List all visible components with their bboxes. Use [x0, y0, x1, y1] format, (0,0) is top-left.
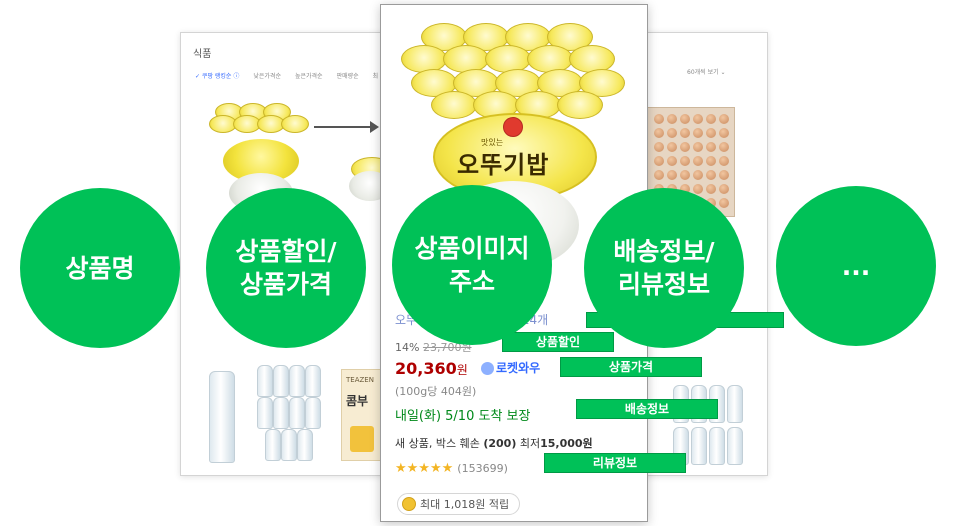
- circle-shipping-review-line2: 리뷰정보: [617, 270, 710, 299]
- circle-product-name-label: 상품명: [65, 253, 135, 283]
- view-count-dropdown[interactable]: 60개씩 보기 ⌄: [687, 69, 726, 76]
- review-count: (153699): [457, 462, 508, 475]
- bowl-sub-text: 맛있는: [481, 138, 504, 147]
- tag-review: 리뷰정보: [544, 453, 686, 473]
- sort-option-low-price[interactable]: 낮은가격순: [253, 73, 281, 80]
- product-thumbnail-tea[interactable]: TEAZEN 콤부: [341, 369, 383, 461]
- other-seller-text: 새 상품, 박스 훼손: [395, 437, 484, 450]
- original-price: 23,700원: [422, 341, 472, 354]
- other-seller-lowest-label: 최저: [516, 437, 541, 450]
- tag-shipping: 배송정보: [576, 399, 718, 419]
- circle-image-url-line2: 주소: [448, 267, 495, 296]
- bowl-brand-text: 오뚜기밥: [457, 151, 550, 179]
- reward-points-badge: 최대 1,018원 적립: [397, 493, 521, 515]
- rocket-label: 로켓와우: [496, 361, 541, 375]
- rocket-badge: 로켓와우: [481, 359, 540, 376]
- tag-discount: 상품할인: [502, 332, 614, 352]
- other-seller-lowest-price: 15,000원: [540, 437, 593, 450]
- circle-more: ...: [776, 186, 936, 346]
- rocket-icon: [481, 362, 494, 375]
- discount-row: 14% 23,700원: [395, 339, 472, 355]
- circle-image-url-line1: 상품이미지: [414, 234, 530, 263]
- unit-price: (100g당 404원): [395, 385, 477, 398]
- sale-price: 20,360원: [395, 359, 468, 378]
- product-image-stacked-bowls[interactable]: [401, 23, 631, 119]
- sale-price-value: 20,360: [395, 359, 457, 378]
- other-seller-count: (200): [483, 437, 517, 450]
- reward-points-text: 최대 1,018원 적립: [420, 498, 510, 511]
- tag-price: 상품가격: [560, 357, 702, 377]
- sort-option-high-price[interactable]: 높은가격순: [294, 73, 323, 80]
- product-thumbnail-rice[interactable]: [209, 103, 309, 223]
- circle-image-url: 상품이미지 주소: [392, 185, 552, 345]
- coin-icon: [402, 497, 416, 511]
- product-thumbnail-water-pack[interactable]: [257, 361, 323, 465]
- circle-discount-price-line1: 상품할인/: [235, 237, 337, 266]
- arrow-head-icon: [370, 121, 379, 133]
- arrow-line: [314, 126, 372, 128]
- circle-shipping-review-line1: 배송정보/: [613, 237, 715, 266]
- sort-options-bar: ✓ 쿠팡 랭킹순 ⓘ 낮은가격순 높은가격순 판매량순 최: [191, 69, 387, 83]
- sort-option-more[interactable]: 최: [372, 73, 379, 80]
- circle-discount-price-line2: 상품가격: [239, 270, 332, 299]
- brand-logo-icon: [503, 117, 523, 137]
- other-seller-info: 새 상품, 박스 훼손 (200) 최저15,000원: [395, 435, 593, 451]
- circle-shipping-review: 배송정보/ 리뷰정보: [584, 188, 744, 348]
- rating-row: ★★★★★(153699): [395, 461, 508, 476]
- sort-option-sales[interactable]: 판매량순: [336, 73, 359, 80]
- circle-product-name: 상품명: [20, 188, 180, 348]
- circle-discount-price: 상품할인/ 상품가격: [206, 188, 366, 348]
- sale-price-unit: 원: [456, 363, 468, 377]
- category-title: 식품: [193, 49, 212, 60]
- sort-option-ranking[interactable]: ✓ 쿠팡 랭킹순 ⓘ: [195, 73, 240, 80]
- rating-stars-icon: ★★★★★: [395, 461, 454, 476]
- circle-more-label: ...: [841, 251, 871, 281]
- shipping-info: 내일(화) 5/10 도착 보장: [395, 409, 531, 424]
- product-thumbnail-water[interactable]: [203, 363, 239, 463]
- discount-percent: 14%: [395, 341, 420, 354]
